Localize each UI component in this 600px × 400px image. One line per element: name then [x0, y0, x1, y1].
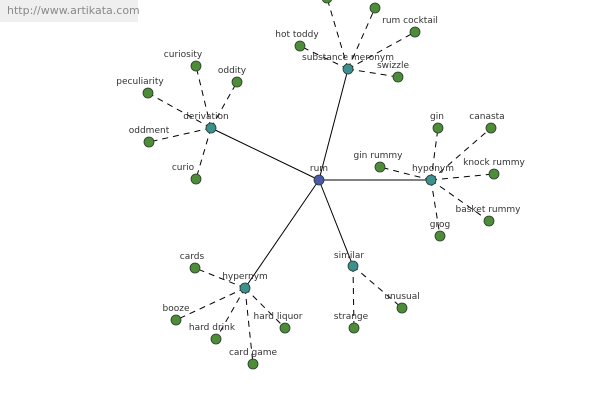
label-curio: curio	[172, 163, 195, 173]
node-curiosity[interactable]	[190, 60, 202, 72]
label-oddity: oddity	[218, 66, 247, 76]
edge-curio	[195, 127, 212, 180]
label-card-game: card game	[229, 348, 278, 358]
nodes-layer	[142, 0, 500, 370]
node-sm-top-2[interactable]	[369, 2, 381, 14]
label-grog: grog	[430, 220, 450, 230]
node-peculiarity[interactable]	[142, 87, 154, 99]
edge-substance-meronym	[318, 68, 349, 181]
watermark-url: http://www.artikata.com	[0, 0, 140, 22]
label-peculiarity: peculiarity	[116, 77, 164, 87]
edge-sm-top-1	[327, 0, 349, 70]
edge-hypernym	[244, 179, 320, 289]
edge-swizzle	[347, 68, 399, 78]
node-grog[interactable]	[434, 230, 446, 242]
label-strange: strange	[334, 312, 369, 322]
label-substance-meronym: substance meronym	[302, 53, 394, 63]
node-booze[interactable]	[170, 314, 182, 326]
label-unusual: unusual	[384, 292, 420, 302]
edge-peculiarity	[147, 92, 212, 129]
node-derivation[interactable]	[205, 122, 217, 134]
node-card-game[interactable]	[247, 358, 259, 370]
node-hypernym[interactable]	[239, 282, 251, 294]
node-unusual[interactable]	[396, 302, 408, 314]
label-curiosity: curiosity	[164, 50, 203, 60]
edge-card-game	[244, 287, 254, 365]
label-similar: similar	[334, 251, 364, 261]
label-hard-drink: hard drink	[189, 323, 236, 333]
edge-gin-rummy	[379, 166, 432, 181]
edge-hard-liquor	[244, 287, 286, 329]
label-knock-rummy: knock rummy	[463, 158, 525, 168]
label-hyponym: hyponym	[412, 164, 454, 174]
label-gin: gin	[430, 112, 444, 122]
node-oddment[interactable]	[143, 136, 155, 148]
labels-layer: rum cocktail hot toddy swizzle curiosity odd…	[116, 16, 525, 358]
label-hypernym: hypernym	[222, 272, 268, 282]
edge-gin	[430, 127, 439, 181]
node-knock-rummy[interactable]	[488, 168, 500, 180]
node-swizzle[interactable]	[392, 71, 404, 83]
edge-rum-cocktail	[347, 31, 416, 70]
node-root[interactable]	[313, 174, 325, 186]
label-rum-cocktail: rum cocktail	[382, 16, 438, 26]
edge-sm-top-2	[347, 7, 376, 70]
node-hard-liquor[interactable]	[279, 322, 291, 334]
label-hard-liquor: hard liquor	[254, 312, 303, 322]
label-canasta: canasta	[469, 112, 504, 122]
label-swizzle: swizzle	[377, 61, 409, 71]
node-basket-rummy[interactable]	[483, 215, 495, 227]
label-booze: booze	[163, 304, 190, 314]
edges-layer	[147, 0, 495, 365]
label-oddment: oddment	[129, 126, 170, 136]
node-oddity[interactable]	[231, 76, 243, 88]
node-similar[interactable]	[347, 260, 359, 272]
edge-similar	[318, 179, 354, 267]
edge-canasta	[430, 127, 492, 181]
edge-cards	[194, 267, 246, 289]
label-cards: cards	[180, 252, 205, 262]
node-gin[interactable]	[432, 122, 444, 134]
edge-hot-toddy	[299, 45, 349, 70]
edge-hard-drink	[215, 287, 246, 340]
node-substance-meronym[interactable]	[342, 63, 354, 75]
edge-booze	[175, 287, 246, 321]
label-hot-toddy: hot toddy	[275, 30, 319, 40]
edge-grog	[430, 179, 441, 237]
node-strange[interactable]	[348, 322, 360, 334]
label-basket-rummy: basket rummy	[456, 205, 522, 215]
node-rum-cocktail[interactable]	[409, 26, 421, 38]
edge-basket-rummy	[430, 179, 490, 222]
node-gin-rummy[interactable]	[374, 161, 386, 173]
node-sm-top-1[interactable]	[321, 0, 333, 4]
node-hyponym[interactable]	[425, 174, 437, 186]
edge-derivation	[210, 127, 320, 181]
edge-oddity	[210, 81, 238, 129]
label-gin-rummy: gin rummy	[353, 151, 403, 161]
node-cards[interactable]	[189, 262, 201, 274]
node-curio[interactable]	[190, 173, 202, 185]
node-canasta[interactable]	[485, 122, 497, 134]
edge-knock-rummy	[430, 173, 495, 181]
label-root: rum	[310, 164, 328, 174]
label-derivation: derivation	[183, 112, 229, 122]
node-hard-drink[interactable]	[210, 333, 222, 345]
node-hot-toddy[interactable]	[294, 40, 306, 52]
